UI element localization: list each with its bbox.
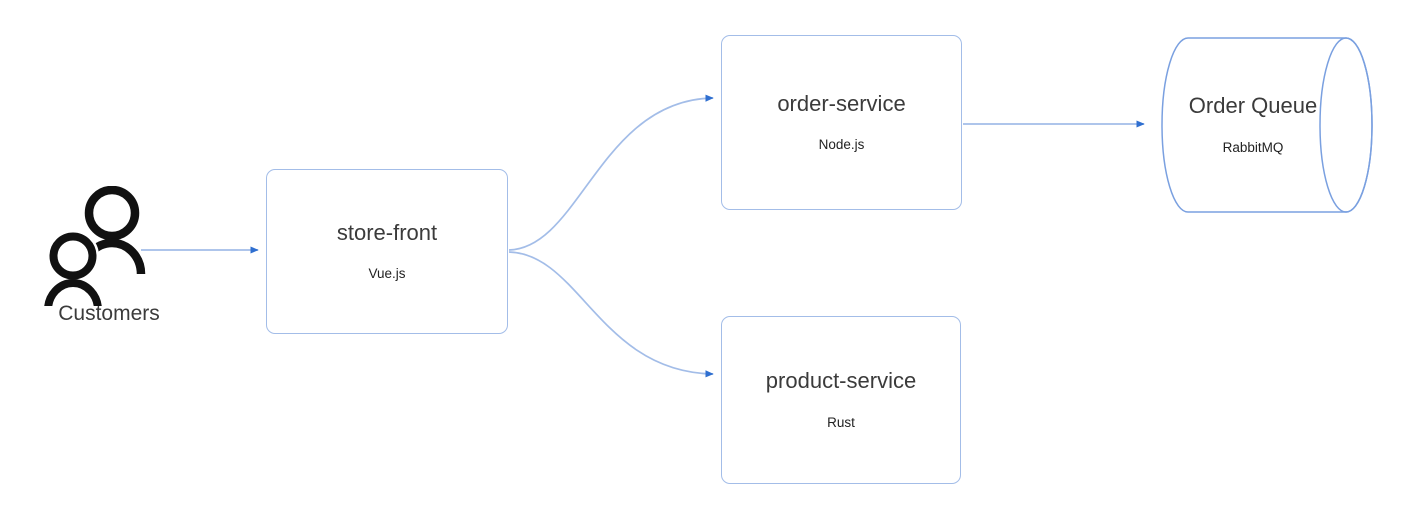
node-product-service-title: product-service xyxy=(765,368,917,394)
cylinder-shape-icon xyxy=(1161,37,1373,213)
two-people-icon xyxy=(41,185,146,311)
node-store-front[interactable]: store-front Vue.js xyxy=(266,169,508,334)
node-order-service-subtitle: Node.js xyxy=(818,137,865,153)
actor-customers-label: Customers xyxy=(58,302,160,325)
node-product-service-subtitle: Rust xyxy=(827,414,855,430)
node-store-front-title: store-front xyxy=(336,219,438,245)
actor-customers[interactable]: Customers xyxy=(34,185,184,334)
edge-store-front-to-order-service xyxy=(508,94,714,251)
node-order-queue[interactable]: Order Queue RabbitMQ xyxy=(1160,35,1376,215)
node-product-service[interactable]: product-service Rust xyxy=(721,316,961,484)
node-store-front-subtitle: Vue.js xyxy=(368,266,406,282)
node-order-service[interactable]: order-service Node.js xyxy=(721,35,962,210)
node-order-service-title: order-service xyxy=(777,90,906,116)
edge-store-front-to-product-service xyxy=(508,251,714,378)
